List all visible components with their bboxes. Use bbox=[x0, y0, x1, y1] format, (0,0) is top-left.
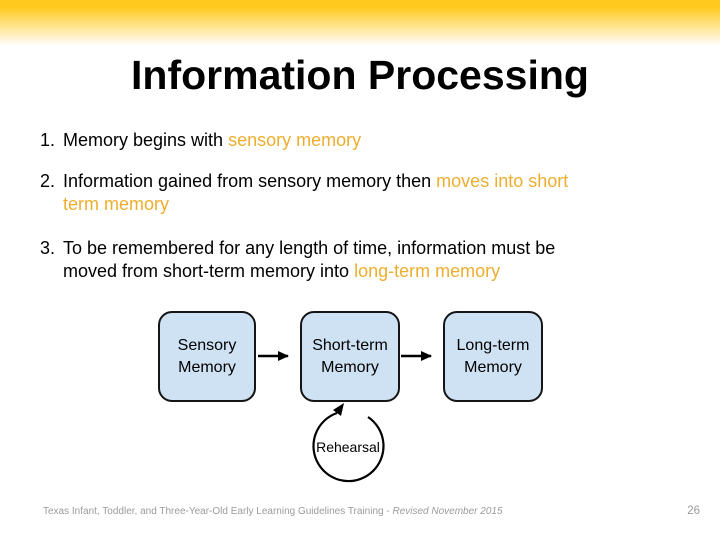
diagram-box-sensory-memory: Sensory Memory bbox=[158, 311, 256, 402]
list-item-plain-text: Memory begins with bbox=[63, 130, 229, 150]
list-item-1: 1. Memory begins with sensory memory bbox=[40, 129, 691, 152]
list-item-number: 2. bbox=[40, 171, 56, 191]
list-item-accent-text: long-term memory bbox=[354, 261, 501, 281]
list-item-accent-text: sensory memory bbox=[228, 130, 362, 150]
diagram-box-label: Short-term Memory bbox=[312, 336, 388, 376]
footer-training-title: Texas Infant, Toddler, and Three-Year-Ol… bbox=[43, 506, 393, 517]
page-number: 26 bbox=[687, 505, 700, 517]
list-item-3: 3. To be remembered for any length of ti… bbox=[40, 237, 691, 283]
list-item-text: Information gained from sensory memory t… bbox=[63, 170, 691, 216]
list-item-plain-text: To be remembered for any length of time,… bbox=[63, 238, 556, 281]
footer-revision-date: Revised November 2015 bbox=[392, 506, 503, 517]
diagram-box-label: Long-term Memory bbox=[456, 336, 530, 376]
list-item-accent-text: moves into short term memory bbox=[63, 171, 569, 214]
list-item-number: 3. bbox=[40, 238, 56, 258]
footer-text: Texas Infant, Toddler, and Three-Year-Ol… bbox=[43, 506, 503, 517]
list-item-number: 1. bbox=[40, 130, 56, 150]
list-item-text: Memory begins with sensory memory bbox=[63, 129, 691, 152]
list-item-text: To be remembered for any length of time,… bbox=[63, 237, 691, 283]
page-title: Information Processing bbox=[131, 52, 589, 98]
list-item-plain-text: Information gained from sensory memory t… bbox=[63, 171, 437, 191]
list-item-2: 2. Information gained from sensory memor… bbox=[40, 170, 691, 216]
rehearsal-label: Rehearsal bbox=[316, 439, 380, 455]
diagram-box-label: Sensory Memory bbox=[177, 336, 237, 376]
diagram-box-short-term-memory: Short-term Memory bbox=[300, 311, 400, 402]
diagram-box-long-term-memory: Long-term Memory bbox=[443, 311, 543, 402]
rehearsal-loop-arrowhead-icon bbox=[333, 403, 344, 416]
top-accent-bar bbox=[0, 0, 720, 47]
